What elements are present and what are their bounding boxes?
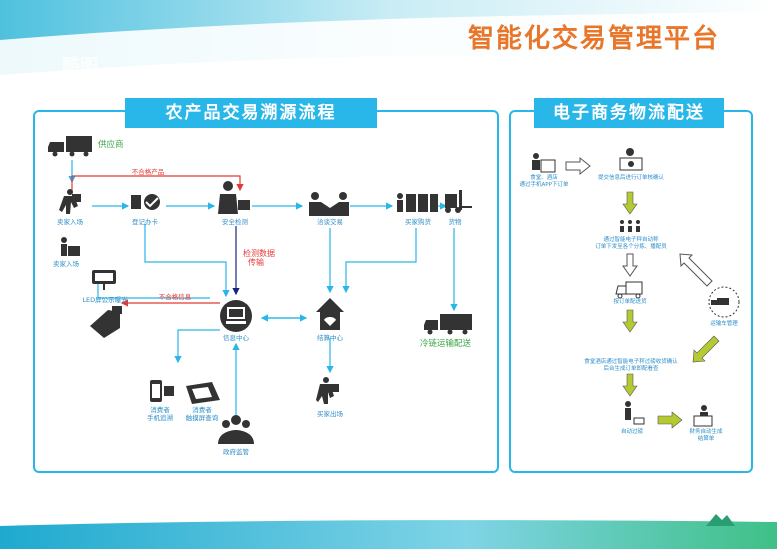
projector-icon xyxy=(90,306,122,338)
mobile-phone-icon xyxy=(150,380,174,402)
workers-icon xyxy=(620,220,640,232)
label-smart-2: 订单下发至各个分拣、播配员 xyxy=(595,244,667,250)
label-buyer-exit: 买家出场 xyxy=(317,410,343,418)
label-tracking: 运输车管理 xyxy=(710,321,738,327)
label-canteen-2: 通过手机APP下订单 xyxy=(519,182,569,188)
label-order-delivery: 按订单配送货 xyxy=(613,299,647,305)
label-platform-confirm: 提交信息后进行订单核确认 xyxy=(597,175,664,181)
truck-icon xyxy=(48,136,92,157)
flow-register-info xyxy=(144,224,230,298)
diag-arrow-up xyxy=(679,253,713,287)
label-consumer-touch-2: 触摸屏查询 xyxy=(185,414,219,422)
flow-buyer-settle xyxy=(342,228,417,294)
tracking-circle-icon xyxy=(708,286,740,318)
handshake-icon xyxy=(309,192,349,216)
chef-icon xyxy=(532,153,556,173)
down-arrow-2 xyxy=(622,253,638,277)
flow-led-info xyxy=(97,282,210,299)
logistics-panel-title: 电子商务物流配送 xyxy=(534,98,724,128)
label-canteen-1: 食堂、酒店 xyxy=(530,175,558,181)
hollow-arrow-2 xyxy=(657,411,683,429)
cold-truck-icon xyxy=(424,314,472,335)
label-confirm-2: 后台生成订单即配看查 xyxy=(603,366,659,372)
label-led-screen: LED屏公示曝光 xyxy=(82,296,128,304)
led-screen-icon xyxy=(92,270,116,290)
hollow-arrow-1 xyxy=(565,156,591,176)
label-seller-entry: 卖家入场 xyxy=(57,218,83,226)
platform-desk-icon xyxy=(619,148,643,171)
touchscreen-icon xyxy=(186,382,220,404)
label-unqualified-info: 不合格信息 xyxy=(158,293,192,301)
finance-person-icon xyxy=(693,405,713,427)
label-test-data-1: 检测数据 xyxy=(243,249,275,258)
down-arrow-3 xyxy=(622,309,638,333)
settlement-house-icon xyxy=(316,298,344,330)
down-arrow-4 xyxy=(622,373,638,397)
gov-people-icon xyxy=(218,415,254,444)
label-negotiation: 洽谈交易 xyxy=(317,218,343,226)
label-seller-exit: 卖家入场 xyxy=(53,260,79,268)
label-buyer-purchase: 买家购货 xyxy=(405,218,431,226)
top-band-white xyxy=(0,12,777,80)
label-registration: 登记办卡 xyxy=(132,218,158,226)
porter-icon xyxy=(59,189,81,214)
traceability-panel-title: 农产品交易溯源流程 xyxy=(125,98,377,128)
label-consumer-mobile-2: 手机追溯 xyxy=(147,414,173,422)
label-finance-1: 财务自动生成 xyxy=(689,429,723,435)
forklift-icon xyxy=(445,190,472,213)
buyer-exit-icon xyxy=(316,377,339,404)
label-info-center: 信息中心 xyxy=(223,334,249,342)
label-cold-chain: 冷链运输配送 xyxy=(420,339,472,349)
flow-unqualified-product xyxy=(71,175,244,194)
label-gov-supervision: 政府监管 xyxy=(223,448,249,456)
label-consumer-mobile-1: 消费者 xyxy=(150,406,170,414)
inspector-icon xyxy=(218,181,250,214)
bottom-band xyxy=(0,520,777,549)
label-smart-1: 通过智能电子秤自动称 xyxy=(603,237,659,243)
label-finance-2: 结算单 xyxy=(697,436,715,442)
label-confirm-1: 食堂酒店通过智能电子秤过磅收货确认 xyxy=(584,359,678,365)
scale-person-icon xyxy=(625,401,645,425)
label-settlement: 结算中心 xyxy=(317,334,343,342)
computer-icon xyxy=(220,300,252,332)
down-arrow-1 xyxy=(622,191,638,215)
delivery-truck-icon xyxy=(615,281,643,299)
label-test-data-2: 传输 xyxy=(248,258,264,267)
label-supplier: 供应商 xyxy=(98,140,124,150)
warehouse-icon xyxy=(397,193,438,212)
label-auto-check: 自动过磅 xyxy=(620,429,643,435)
register-card-icon xyxy=(131,194,160,210)
watermark-text: 酷图 xyxy=(62,56,98,77)
label-consumer-touch-1: 消费者 xyxy=(192,406,212,414)
page-title: 智能化交易管理平台 xyxy=(468,24,721,54)
mountain-icon xyxy=(706,514,735,526)
label-safety-test: 安全检测 xyxy=(222,218,248,226)
flow-info-consumers xyxy=(174,329,220,364)
diag-arrow-down xyxy=(692,335,720,363)
label-cargo: 货物 xyxy=(448,218,462,226)
cart-icon xyxy=(61,237,80,256)
label-unqualified-product: 不合格产品 xyxy=(131,168,165,176)
